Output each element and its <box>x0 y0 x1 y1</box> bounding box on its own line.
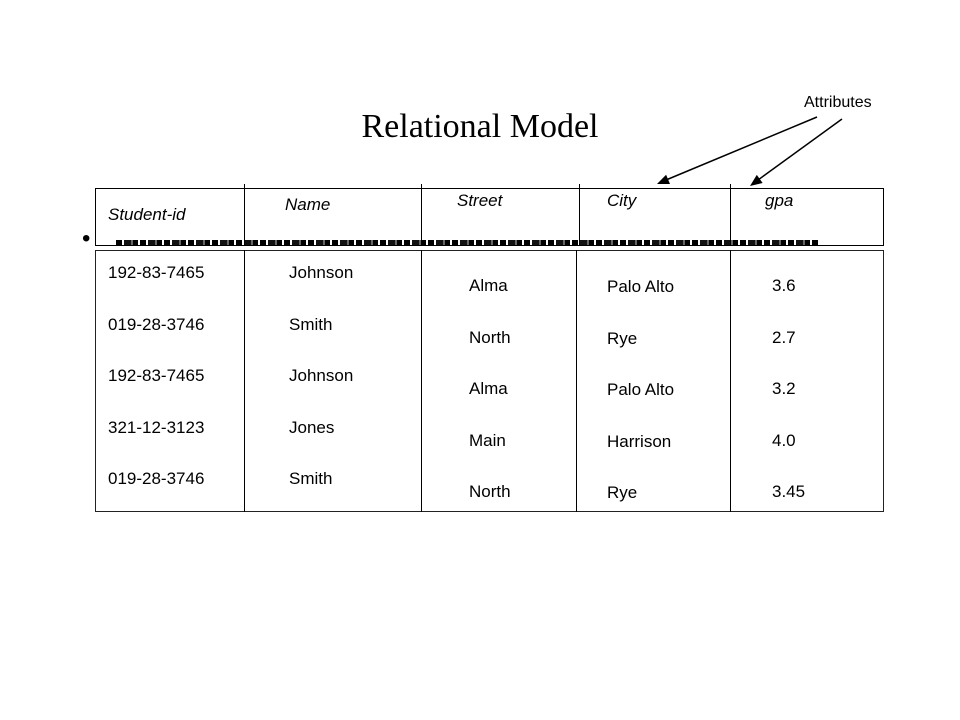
gpa-cell: 3.6 <box>772 276 796 295</box>
name-column: Johnson Smith Johnson Jones Smith <box>289 247 353 505</box>
student-id-cell: 019-28-3746 <box>108 469 205 488</box>
gpa-cell: 3.2 <box>772 379 796 398</box>
slide-title: Relational Model <box>361 108 599 145</box>
street-cell: Main <box>469 430 506 450</box>
gpa-cell: 4.0 <box>772 430 796 450</box>
city-cell: Palo Alto <box>607 277 675 296</box>
city-cell: Palo Alto <box>607 380 675 399</box>
header-gpa: gpa <box>765 191 794 210</box>
gpa-cell: 2.7 <box>772 327 796 347</box>
bullet-point: • <box>82 225 91 252</box>
column-divider <box>576 250 577 512</box>
attributes-callout-label: Attributes <box>804 94 872 111</box>
name-cell: Johnson <box>289 263 354 282</box>
column-divider <box>421 250 422 512</box>
header-divider <box>244 184 245 246</box>
street-cell: Alma <box>469 379 508 398</box>
student-id-cell: 019-28-3746 <box>108 314 205 334</box>
city-column: Palo Alto Rye Palo Alto Harrison Rye <box>607 261 674 519</box>
header-student-id: Student-id <box>108 205 186 224</box>
header-name: Name <box>285 195 331 214</box>
name-cell: Smith <box>289 314 333 334</box>
street-cell: North <box>469 327 511 347</box>
obscured-text-strip <box>116 240 820 246</box>
column-divider <box>244 250 245 512</box>
column-divider <box>730 250 731 512</box>
city-cell: Rye <box>607 328 638 348</box>
header-divider <box>421 184 422 246</box>
name-cell: Johnson <box>289 366 354 385</box>
header-divider <box>579 184 580 246</box>
student-id-column: 192-83-7465 019-28-3746 192-83-7465 321-… <box>108 247 204 505</box>
gpa-cell: 3.45 <box>772 482 806 501</box>
name-cell: Smith <box>289 469 333 488</box>
student-id-cell: 321-12-3123 <box>108 417 205 437</box>
street-cell: North <box>469 482 511 501</box>
header-city: City <box>607 191 637 210</box>
header-street: Street <box>457 191 503 210</box>
city-cell: Rye <box>607 483 638 502</box>
name-cell: Jones <box>289 417 335 437</box>
student-id-cell: 192-83-7465 <box>108 263 205 282</box>
city-cell: Harrison <box>607 431 672 451</box>
gpa-column: 3.6 2.7 3.2 4.0 3.45 <box>772 260 805 518</box>
student-id-cell: 192-83-7465 <box>108 366 205 385</box>
header-divider <box>730 184 731 246</box>
table-body-box <box>95 250 884 512</box>
table-header-box <box>95 188 884 246</box>
street-column: Alma North Alma Main North <box>469 260 511 518</box>
street-cell: Alma <box>469 276 508 295</box>
